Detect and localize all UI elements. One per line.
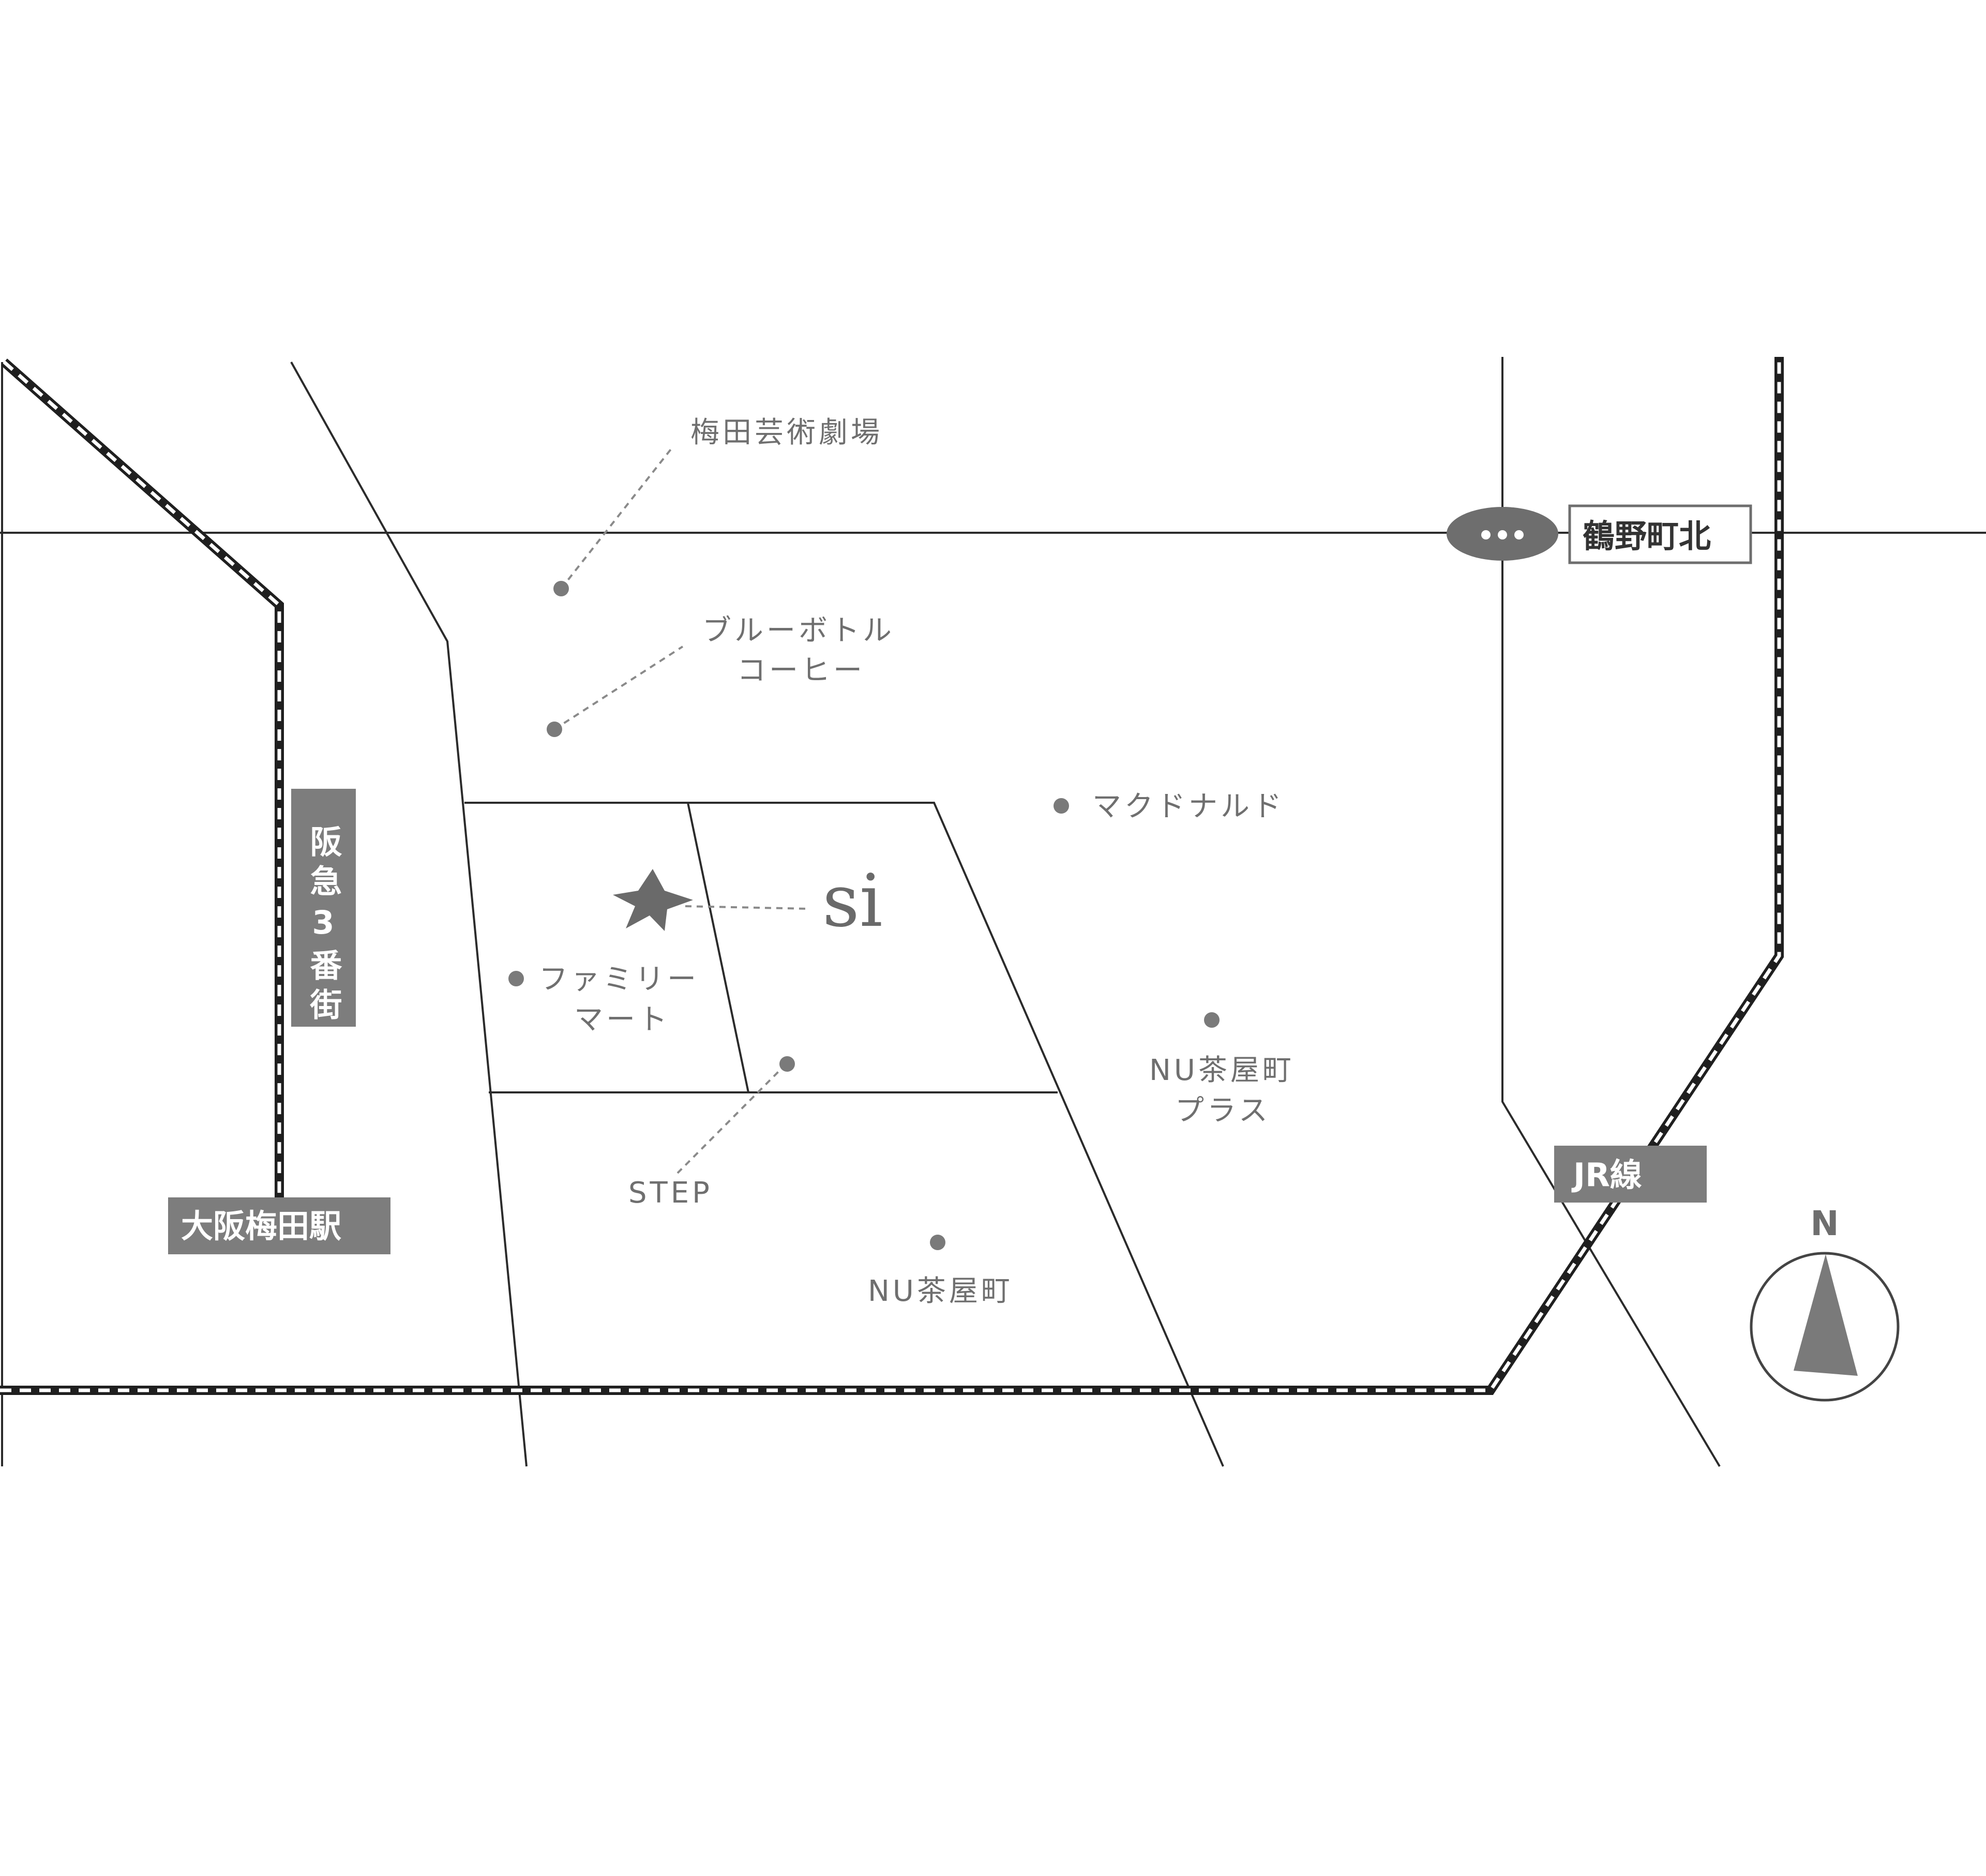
poi-dot-familymart	[508, 971, 524, 986]
label-familymart-line2: マート	[574, 1003, 670, 1037]
label-box-jr: JR線	[1554, 1146, 1707, 1203]
label-bluebottle-line1: ブルーボトル	[702, 614, 895, 648]
label-box-hankyu: 阪急3番街	[291, 789, 356, 1027]
landmark-labels: 梅田芸術劇場 ブルーボトル コーヒー マクドナルド ファミリー マート NU茶屋…	[539, 416, 1295, 1308]
label-nu-chayamachi-plus-line1: NU茶屋町	[1149, 1054, 1295, 1087]
label-hankyu-3bangai: 阪急3番街	[305, 825, 343, 1027]
label-nu-chayamachi: NU茶屋町	[868, 1274, 1013, 1308]
rail-hankyu	[1, 358, 284, 1208]
label-box-osaka-umeda: 大阪梅田駅	[168, 1197, 390, 1254]
label-umeda-geijutsu: 梅田芸術劇場	[690, 416, 883, 449]
road-block-inner	[687, 802, 749, 1093]
poi-dot-nu-chayamachi-plus	[1204, 1012, 1220, 1028]
label-osaka-umeda: 大阪梅田駅	[181, 1207, 341, 1245]
road-block-top	[464, 802, 1224, 1467]
label-mcdonalds: マクドナルド	[1092, 790, 1285, 823]
shop-name: si	[822, 859, 883, 943]
north-compass: N	[1750, 1204, 1900, 1402]
label-nu-chayamachi-plus-line2: プラス	[1175, 1094, 1271, 1128]
leader-lines	[553, 446, 810, 1174]
leader-si	[685, 905, 810, 910]
compass-ring	[1750, 1252, 1900, 1402]
poi-dot-bluebottle	[547, 722, 562, 737]
label-bluebottle-line2: コーヒー	[737, 654, 865, 687]
station-tsurunocho-kita: 鶴野町北	[1447, 504, 1752, 564]
label-tsurunocho-kita: 鶴野町北	[1583, 517, 1711, 555]
poi-dot-umeda-geijutsu	[553, 581, 569, 596]
road-diagonal-west	[290, 362, 528, 1467]
road-east-vertical	[1501, 357, 1721, 1467]
star-burst-icon[interactable]	[613, 869, 693, 931]
leader-bluebottle	[553, 646, 684, 730]
compass-label: N	[1810, 1204, 1839, 1243]
leader-umeda-geijutsu	[560, 446, 673, 590]
poi-dot-nu-chayamachi	[930, 1235, 945, 1250]
label-step: STEP	[628, 1176, 713, 1210]
leader-step	[676, 1063, 787, 1174]
label-familymart-line1: ファミリー	[539, 963, 699, 996]
north-arrow-icon	[1794, 1254, 1858, 1376]
label-jr-line: JR線	[1571, 1156, 1642, 1194]
poi-dot-step	[779, 1056, 795, 1072]
poi-dot-mcdonalds	[1054, 798, 1069, 814]
poi-dots	[508, 581, 1220, 1250]
